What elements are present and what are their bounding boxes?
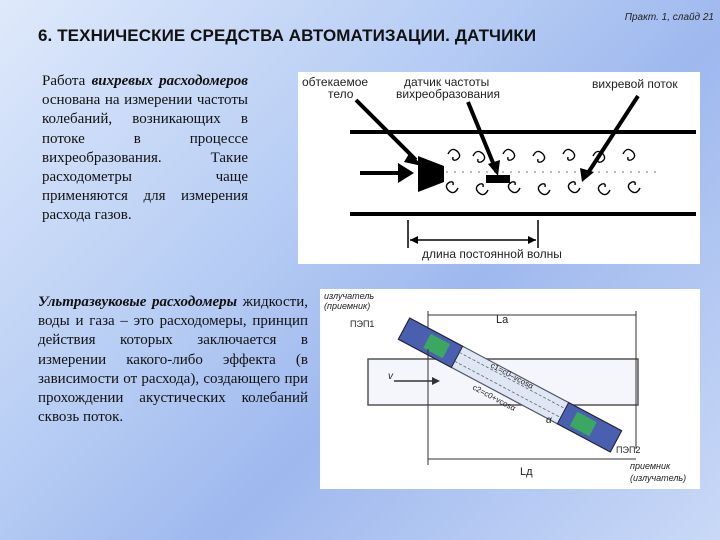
ultrasonic-flowmeter-paragraph: Ультразвуковые расходомеры жидкости, вод…	[38, 293, 308, 427]
frequency-sensor	[486, 175, 510, 183]
ultrasonic-diagram-svg: c1=c0–vcosα c2=c0+vcosα α излучатель (пр…	[324, 291, 686, 483]
label-sensor-1: датчик частоты	[404, 75, 489, 89]
para2-emphasis: Ультразвуковые расходомеры	[38, 294, 238, 310]
arrow-sensor	[466, 101, 498, 171]
label-emitter-1: излучатель	[324, 291, 374, 301]
bluff-body	[418, 156, 444, 192]
label-pep1: ПЭП1	[350, 319, 374, 329]
label-emitter-2: (приемник)	[324, 301, 370, 311]
para1-emphasis: вихревых расходомеров	[91, 73, 248, 89]
label-vortex-flow: вихревой поток	[592, 77, 678, 91]
slide-title: 6. ТЕХНИЧЕСКИЕ СРЕДСТВА АВТОМАТИЗАЦИИ. Д…	[38, 26, 537, 45]
arrow-body	[354, 98, 418, 162]
ultrasonic-flowmeter-diagram: c1=c0–vcosα c2=c0+vcosα α излучатель (пр…	[320, 289, 700, 489]
flow-arrow-head	[398, 163, 414, 183]
label-bluff-body-1: обтекаемое	[302, 75, 368, 89]
label-receiver-1: приемник	[630, 461, 671, 471]
label-receiver-2: (излучатель)	[630, 473, 686, 483]
vortex-street	[445, 148, 658, 196]
label-bluff-body-2: тело	[328, 87, 354, 101]
label-sensor-2: вихреобразования	[396, 87, 500, 101]
label-la: Lа	[496, 314, 509, 326]
transducer-tube	[397, 317, 623, 453]
vortex-flowmeter-diagram: обтекаемое тело датчик частоты вихреобра…	[298, 72, 700, 264]
label-alpha: α	[546, 415, 552, 426]
label-velocity: v	[388, 371, 394, 382]
slide-reference: Практ. 1, слайд 21	[624, 12, 714, 23]
arrow-vortex	[584, 94, 640, 178]
label-wavelength: длина постоянной волны	[422, 247, 562, 261]
para1-lead: Работа	[42, 73, 92, 89]
label-pep2: ПЭП2	[616, 445, 640, 455]
para1-rest: основана на измерении частоты колебаний,…	[42, 92, 248, 224]
label-ld: Lд	[520, 466, 533, 478]
vortex-diagram-svg: обтекаемое тело датчик частоты вихреобра…	[302, 75, 696, 261]
para2-rest: жидкости, воды и газа – это расходомеры,…	[38, 294, 308, 426]
vortex-flowmeter-paragraph: Работа вихревых расходомеров основана на…	[42, 72, 248, 226]
